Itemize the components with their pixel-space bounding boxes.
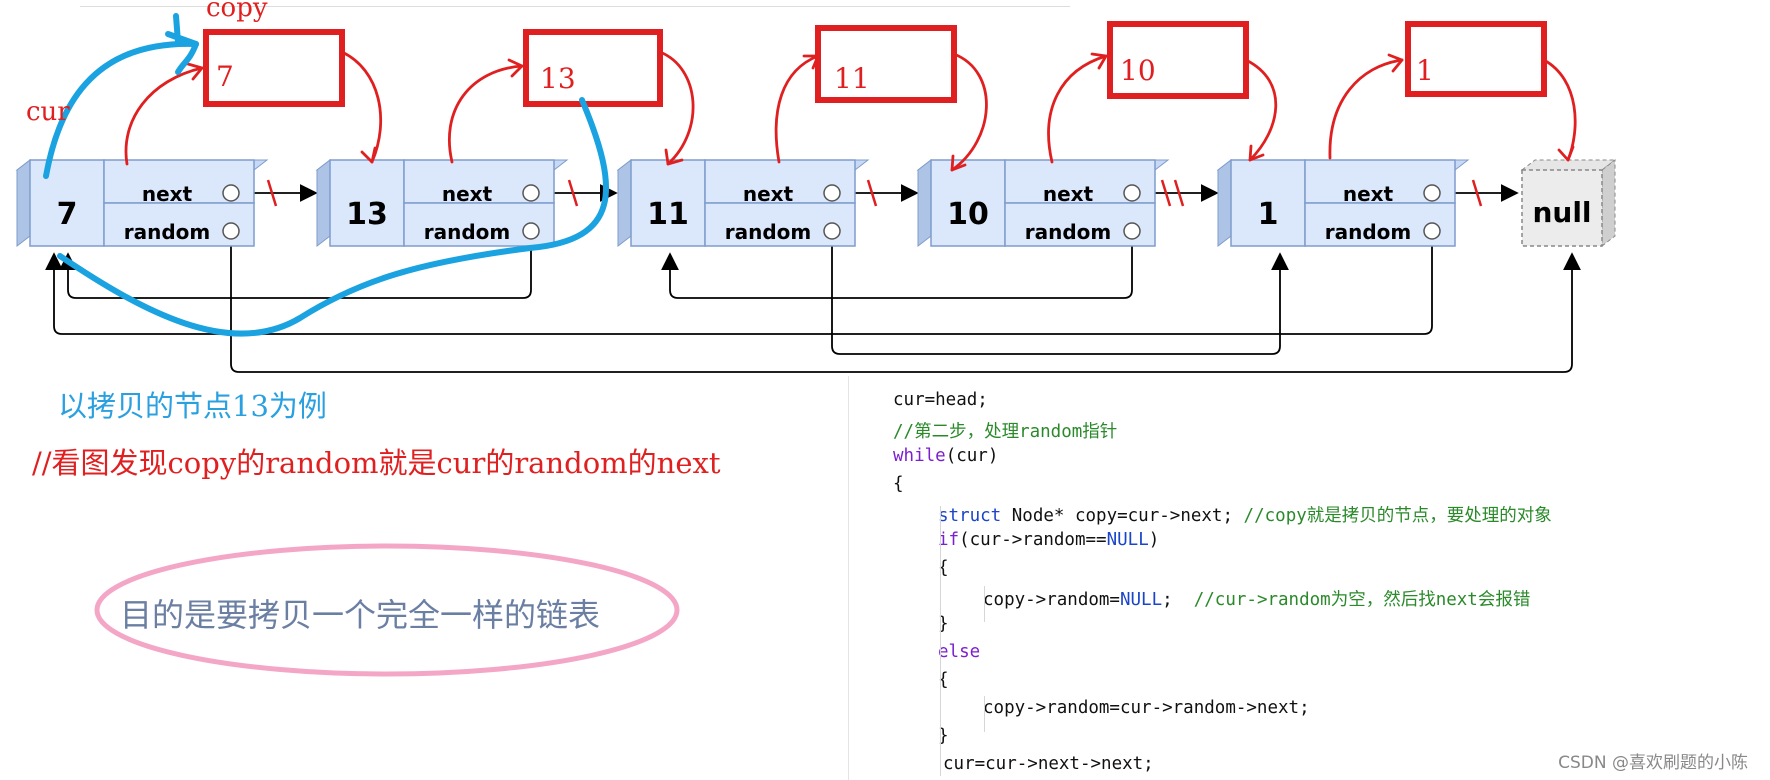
node-next-label: next xyxy=(142,182,193,206)
copy-box-7 xyxy=(203,29,345,107)
code-line-13: } xyxy=(938,726,949,746)
code-text: copy->random= xyxy=(983,590,1120,610)
random-arrow-11-to-1 xyxy=(831,230,1289,355)
code-line-7: { xyxy=(938,558,949,578)
copy-value-10: 10 xyxy=(1120,54,1156,87)
node-value: 1 xyxy=(1258,197,1279,232)
node-random-label: random xyxy=(1325,220,1412,244)
keyword: while xyxy=(893,446,946,466)
node-random-label: random xyxy=(124,220,211,244)
copy-value-1: 1 xyxy=(1416,54,1434,87)
node-value: 11 xyxy=(647,197,689,232)
code-text: (cur) xyxy=(945,446,999,466)
code-line-1: cur=head; xyxy=(893,390,988,410)
list-node-7: 7 next random xyxy=(15,158,269,248)
random-pointer-arrows xyxy=(45,230,1581,373)
list-node-1: 1 next random xyxy=(1216,158,1470,248)
indent-guide xyxy=(984,696,985,732)
blue-highlight-curves xyxy=(43,13,609,337)
code-line-12: copy->random=cur->random->next; xyxy=(983,698,1310,718)
code-line-9: } xyxy=(938,614,949,634)
code-line-5: struct Node* copy=cur->next; //copy就是拷贝的… xyxy=(938,502,1552,527)
code-text: (cur->random== xyxy=(959,530,1107,550)
code-panel: cur=head; //第二步，处理random指针 while(cur) { … xyxy=(848,376,1770,780)
macro: NULL xyxy=(1106,530,1149,550)
copy-value-13: 13 xyxy=(540,62,576,95)
cur-label: cur xyxy=(26,97,70,127)
code-line-8: copy->random=NULL; //cur->random为空，然后找ne… xyxy=(983,586,1530,611)
node-random-label: random xyxy=(725,220,812,244)
null-node: null xyxy=(1520,158,1617,248)
list-node-11: 11 next random xyxy=(616,158,870,248)
node-next-label: next xyxy=(442,182,493,206)
copy-value-7: 7 xyxy=(216,60,234,93)
code-line-3: while(cur) xyxy=(893,446,998,466)
random-arrow-1-to-7 xyxy=(45,230,1433,335)
node-next-label: next xyxy=(743,182,794,206)
red-copy-arrows xyxy=(124,50,1577,172)
node-value: 10 xyxy=(947,197,989,232)
goal-ellipse xyxy=(94,543,680,677)
code-line-14: cur=cur->next->next; xyxy=(943,754,1154,774)
list-node-13: 13 next random xyxy=(315,158,569,248)
code-text: ; xyxy=(1162,590,1194,610)
macro: NULL xyxy=(1119,590,1163,610)
indent-guide xyxy=(984,586,985,622)
node-random-label: random xyxy=(424,220,511,244)
copy-box-13 xyxy=(523,29,663,107)
code-comment: //copy就是拷贝的节点，要处理的对象 xyxy=(1243,506,1552,526)
copy-node-boxes xyxy=(203,21,1547,107)
node-next-label: next xyxy=(1043,182,1094,206)
node-next-label: next xyxy=(1343,182,1394,206)
goal-text: 目的是要拷贝一个完全一样的链表 xyxy=(120,596,601,634)
node-value: 13 xyxy=(346,197,388,232)
code-text: ) xyxy=(1148,530,1160,550)
list-node-10: 10 next random xyxy=(916,158,1170,248)
indent-guide xyxy=(940,506,941,776)
code-line-6: if(cur->random==NULL) xyxy=(938,530,1159,550)
code-comment: //cur->random为空，然后找next会报错 xyxy=(1193,590,1531,610)
code-line-4: { xyxy=(893,474,904,494)
observation-note: //看图发现copy的random就是cur的random的next xyxy=(32,446,721,480)
keyword: if xyxy=(938,530,960,550)
code-text: Node* copy=cur->next; xyxy=(1001,506,1244,526)
code-line-11: { xyxy=(938,670,949,690)
random-arrow-10-to-11 xyxy=(661,230,1133,299)
keyword: struct xyxy=(938,506,1002,526)
linked-list-diagram: 7 next random 13 next random 11 next ran… xyxy=(15,0,1617,373)
watermark: CSDN @喜欢刷题的小陈 xyxy=(1558,753,1748,773)
copy-box-11 xyxy=(815,25,957,103)
copy-label: copy xyxy=(206,0,268,23)
code-line-10: else xyxy=(938,642,981,662)
random-arrow-7-to-null xyxy=(230,230,1581,373)
code-line-2: //第二步，处理random指针 xyxy=(893,422,1118,442)
top-border-fragment xyxy=(80,0,1070,7)
example-note: 以拷贝的节点13为例 xyxy=(58,389,327,423)
node-random-label: random xyxy=(1025,220,1112,244)
random-arrow-13-to-7 xyxy=(59,230,532,299)
null-label: null xyxy=(1532,196,1591,229)
node-value: 7 xyxy=(57,197,78,232)
copy-value-11: 11 xyxy=(834,62,870,95)
broken-link-marks xyxy=(266,179,1483,207)
